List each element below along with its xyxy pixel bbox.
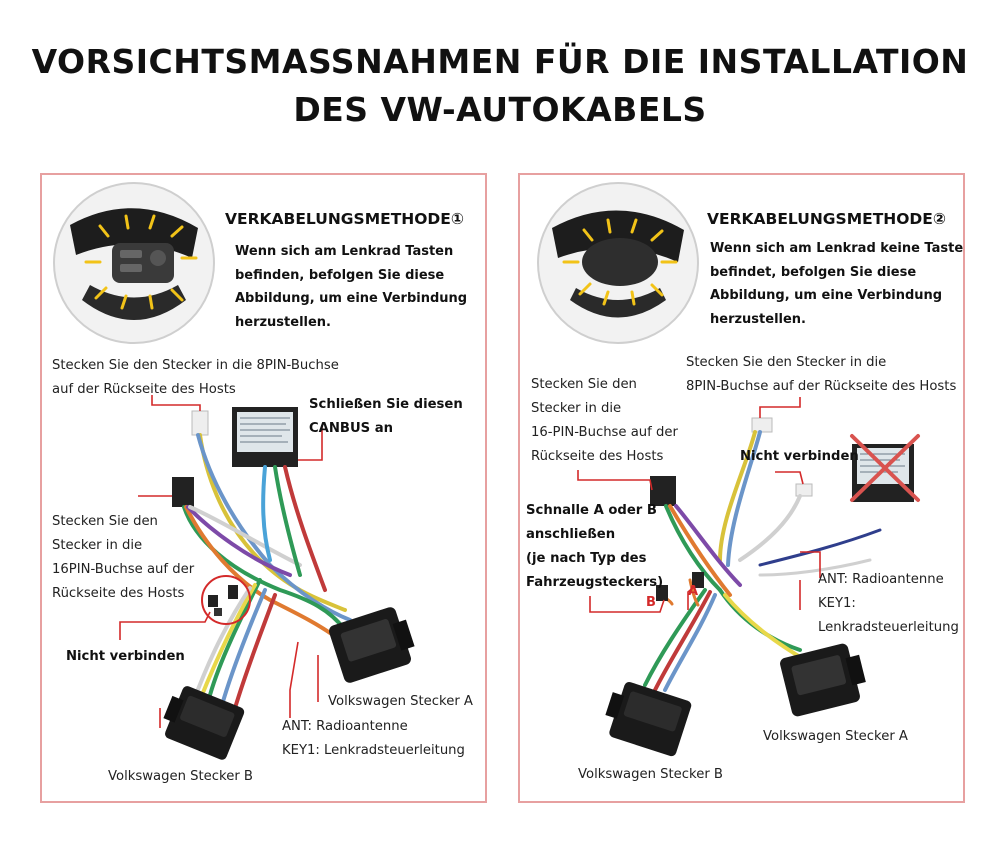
label-canbus-connect: Schließen Sie diesen CANBUS an xyxy=(309,397,463,436)
label-ant-key1-2: ANT: Radioantenne KEY1: Lenkradsteuerlei… xyxy=(818,572,959,635)
label-8pin-socket-2: Stecken Sie den Stecker in die 8PIN-Buch… xyxy=(686,355,957,394)
vw-connector-b-2 xyxy=(605,681,692,757)
steering-wheel-with-buttons-image xyxy=(53,182,215,344)
callout-lines-panel-2 xyxy=(577,397,821,613)
buckle-plug-a xyxy=(692,572,704,588)
label-vw-stecker-a-1: Volkswagen Stecker A xyxy=(328,694,473,709)
label-nicht-verbinden-1: Nicht verbinden xyxy=(66,649,185,664)
method-1-description: Wenn sich am Lenkrad Tasten befinden, be… xyxy=(235,244,468,330)
label-vw-stecker-b-2: Volkswagen Stecker B xyxy=(578,767,723,782)
16pin-plug xyxy=(172,477,194,507)
label-16pin-socket-2: Stecken Sie den Stecker in die 16-PIN-Bu… xyxy=(531,377,678,464)
page-title-line-2: DES VW-AUTOKABELS xyxy=(293,90,707,129)
canbus-module-crossed xyxy=(850,434,920,502)
vw-connector-b-1 xyxy=(163,686,245,760)
wire-harness-1 xyxy=(182,433,352,710)
vw-connector-a-1 xyxy=(329,607,415,683)
method-2-heading: VERKABELUNGSMETHODE② xyxy=(707,210,947,228)
label-8pin-socket-1: Stecken Sie den Stecker in die 8PIN-Buch… xyxy=(52,358,339,397)
label-schnalle-a-oder-b: Schnalle A oder B anschließen (je nach T… xyxy=(526,503,664,590)
label-vw-stecker-a-2: Volkswagen Stecker A xyxy=(763,729,908,744)
label-nicht-verbinden-2: Nicht verbinden xyxy=(740,449,859,464)
label-ant-key1-1: ANT: Radioantenne KEY1: Lenkradsteuerlei… xyxy=(282,719,465,758)
16pin-plug-2 xyxy=(650,476,676,506)
buckle-plug-b xyxy=(656,585,668,601)
label-vw-stecker-b-1: Volkswagen Stecker B xyxy=(108,769,253,784)
unused-plugs-circled xyxy=(201,575,251,625)
label-16pin-socket-1: Stecken Sie den Stecker in die 16PIN-Buc… xyxy=(52,514,195,601)
canbus-module xyxy=(232,407,298,467)
8pin-plug-2 xyxy=(751,417,773,433)
label-buckle-a: A xyxy=(688,584,699,599)
method-1-heading: VERKABELUNGSMETHODE① xyxy=(225,210,465,228)
steering-wheel-without-buttons-image xyxy=(537,182,699,344)
page-title-line-1: VORSICHTSMASSNAHMEN FÜR DIE INSTALLATION xyxy=(31,42,969,81)
vw-connector-a-2 xyxy=(780,643,866,717)
callout-lines-panel-1 xyxy=(119,395,323,728)
method-2-description: Wenn sich am Lenkrad keine Taste befinde… xyxy=(710,241,964,327)
unused-plug-2 xyxy=(795,483,813,497)
label-buckle-b: B xyxy=(646,595,656,610)
